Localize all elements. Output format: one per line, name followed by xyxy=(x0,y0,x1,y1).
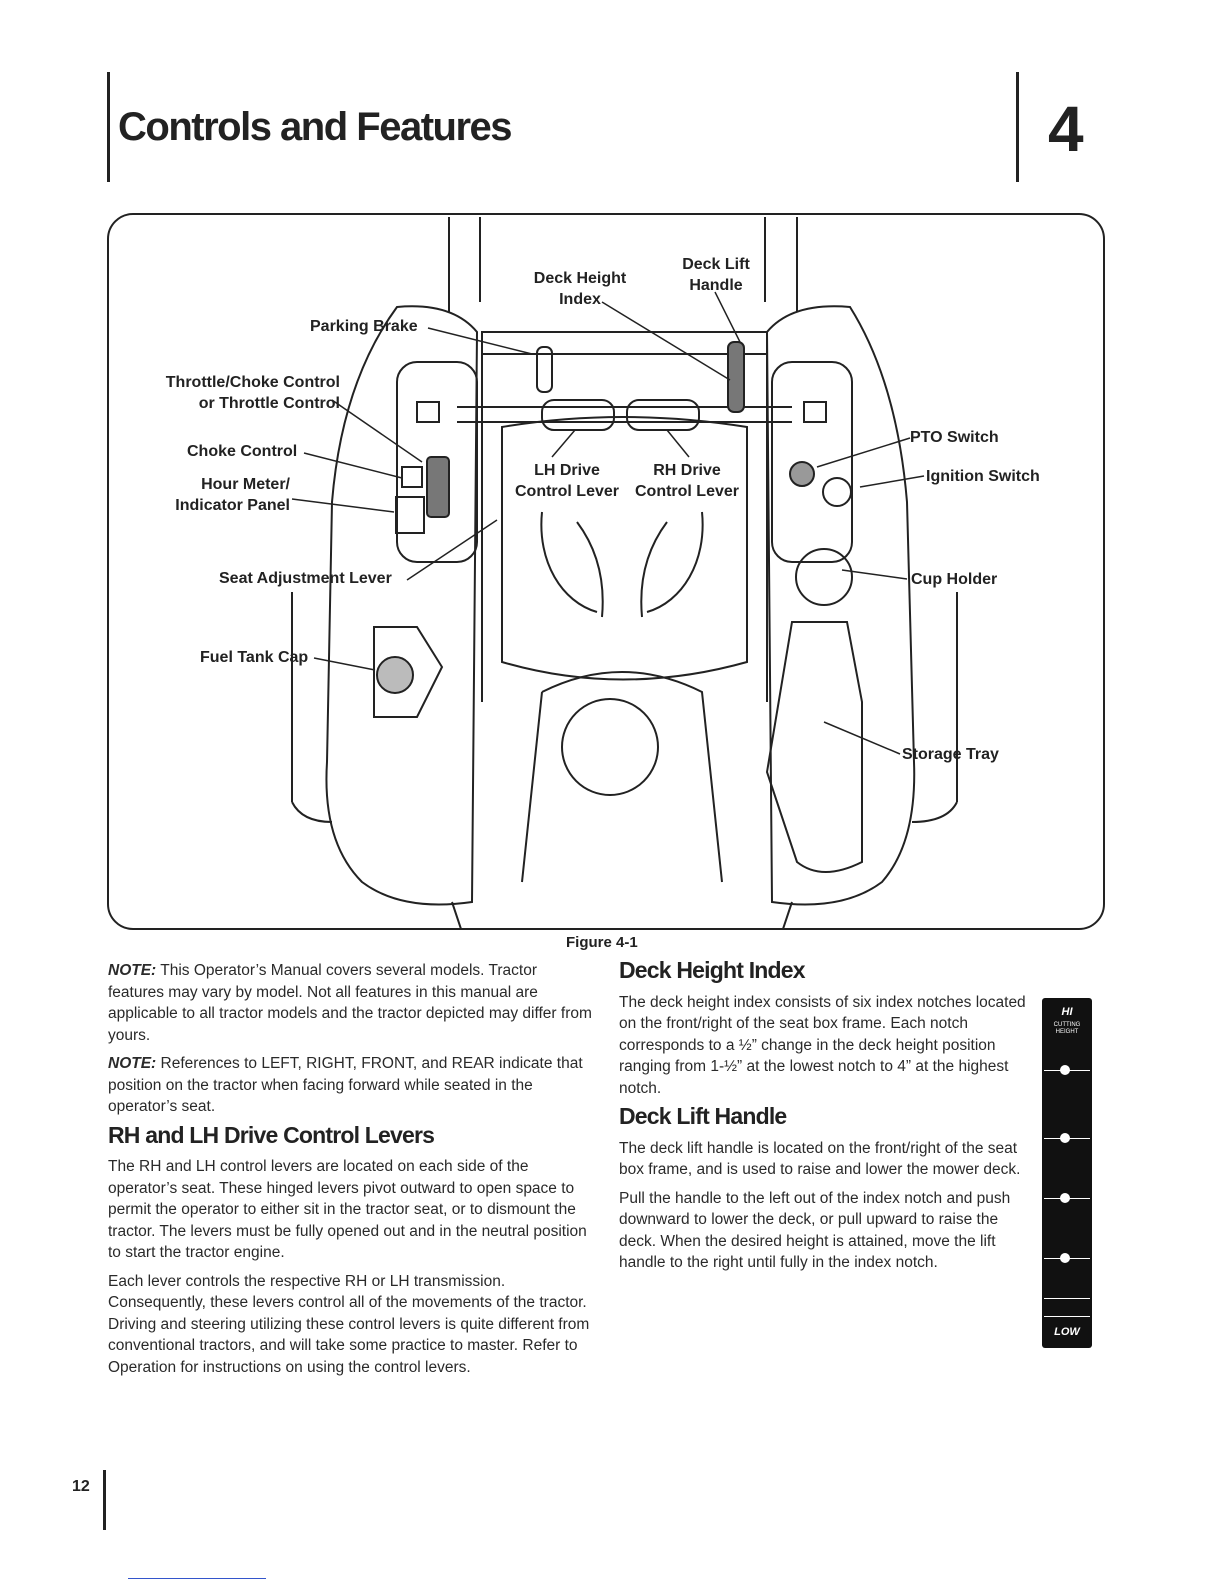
callout-lh-drive: LH Drive Control Lever xyxy=(514,462,619,500)
callout-choke-control: Choke Control xyxy=(187,443,298,460)
page-number-rule xyxy=(103,1470,106,1530)
note-label: NOTE: xyxy=(108,962,157,979)
gauge-notch-dot xyxy=(1060,1065,1070,1075)
callout-parking-brake: Parking Brake xyxy=(310,318,418,335)
deck-lift-handle xyxy=(727,341,745,413)
callout-seat-adjustment: Seat Adjustment Lever xyxy=(219,570,392,587)
gauge-notch-dot xyxy=(1060,1133,1070,1143)
callout-rh-drive: RH Drive Control Lever xyxy=(634,462,739,500)
note-models: NOTE: This Operator’s Manual covers seve… xyxy=(108,960,594,1046)
heading-deck-lift-handle: Deck Lift Handle xyxy=(619,1103,787,1129)
paragraph: The RH and LH control levers are located… xyxy=(108,1158,587,1261)
gauge-notch xyxy=(1044,1316,1090,1317)
callout-pto-switch: PTO Switch xyxy=(910,429,999,446)
callout-cup-holder: Cup Holder xyxy=(911,571,998,588)
callout-hour-meter: Hour Meter/ Indicator Panel xyxy=(175,476,290,514)
right-column: Deck Height Index The deck height index … xyxy=(619,957,1037,1281)
callout-deck-lift-handle: Deck Lift Handle xyxy=(682,256,750,294)
fuel-tank-cap xyxy=(376,656,414,694)
hour-meter xyxy=(395,496,425,534)
title-rule xyxy=(107,72,110,182)
rh-lever-grip xyxy=(626,399,700,431)
gauge-notch-dot xyxy=(1060,1253,1070,1263)
gauge-notch xyxy=(1044,1298,1090,1299)
footer-link-underline xyxy=(128,1578,266,1579)
seat xyxy=(501,416,748,681)
callout-fuel-tank-cap: Fuel Tank Cap xyxy=(200,649,309,666)
left-column: NOTE: This Operator’s Manual covers seve… xyxy=(108,960,594,1385)
parking-brake-handle xyxy=(536,346,553,393)
note-directions: NOTE: References to LEFT, RIGHT, FRONT, … xyxy=(108,1053,594,1118)
gauge-notch-dot xyxy=(1060,1193,1070,1203)
gauge-cutting-height-text: CUTTING HEIGHT xyxy=(1053,1022,1081,1035)
page-number: 12 xyxy=(72,1478,90,1495)
paragraph: The deck lift handle is located on the f… xyxy=(619,1139,1021,1179)
page-title: Controls and Features xyxy=(118,105,513,149)
callout-storage-tray: Storage Tray xyxy=(902,746,999,763)
heading-drive-levers: RH and LH Drive Control Levers xyxy=(108,1121,435,1148)
right-fender xyxy=(765,305,916,906)
paragraph: Pull the handle to the left out of the i… xyxy=(619,1189,1011,1272)
leader-lines xyxy=(291,291,925,755)
heading-deck-height-index: Deck Height Index xyxy=(619,957,806,983)
callout-deck-height-index: Deck Height Index xyxy=(533,270,627,308)
storage-tray xyxy=(765,621,863,873)
choke-lever xyxy=(426,456,450,518)
choke-knob xyxy=(401,466,423,488)
chapter-rule xyxy=(1016,72,1019,182)
chapter-number: 4 xyxy=(1048,93,1084,165)
paragraph: Each lever controls the respective RH or… xyxy=(108,1272,590,1376)
steering-base xyxy=(561,698,659,796)
note-label: NOTE: xyxy=(108,1055,157,1072)
left-fender xyxy=(325,305,479,906)
pto-switch xyxy=(789,461,815,487)
throttle-slot xyxy=(416,401,440,423)
callout-throttle-choke: Throttle/Choke Control or Throttle Contr… xyxy=(165,374,340,412)
lh-lever-grip xyxy=(541,399,615,431)
cup-holder xyxy=(795,548,853,606)
gauge-low-label: LOW xyxy=(1054,1326,1080,1338)
gauge-hi-label: HI xyxy=(1061,1006,1073,1018)
tractor-controls-illustration xyxy=(291,217,958,928)
cutting-height-decal: HI CUTTING HEIGHT LOW xyxy=(1042,998,1092,1348)
rops-uprights xyxy=(448,217,798,312)
note-text: References to LEFT, RIGHT, FRONT, and RE… xyxy=(108,1055,583,1115)
figure-4-1 xyxy=(107,213,1105,930)
callout-ignition-switch: Ignition Switch xyxy=(926,468,1040,485)
figure-caption: Figure 4-1 xyxy=(566,934,638,951)
paragraph: The deck height index consists of six in… xyxy=(619,993,1026,1097)
ignition-switch xyxy=(822,477,852,507)
note-text: This Operator’s Manual covers several mo… xyxy=(108,962,592,1044)
